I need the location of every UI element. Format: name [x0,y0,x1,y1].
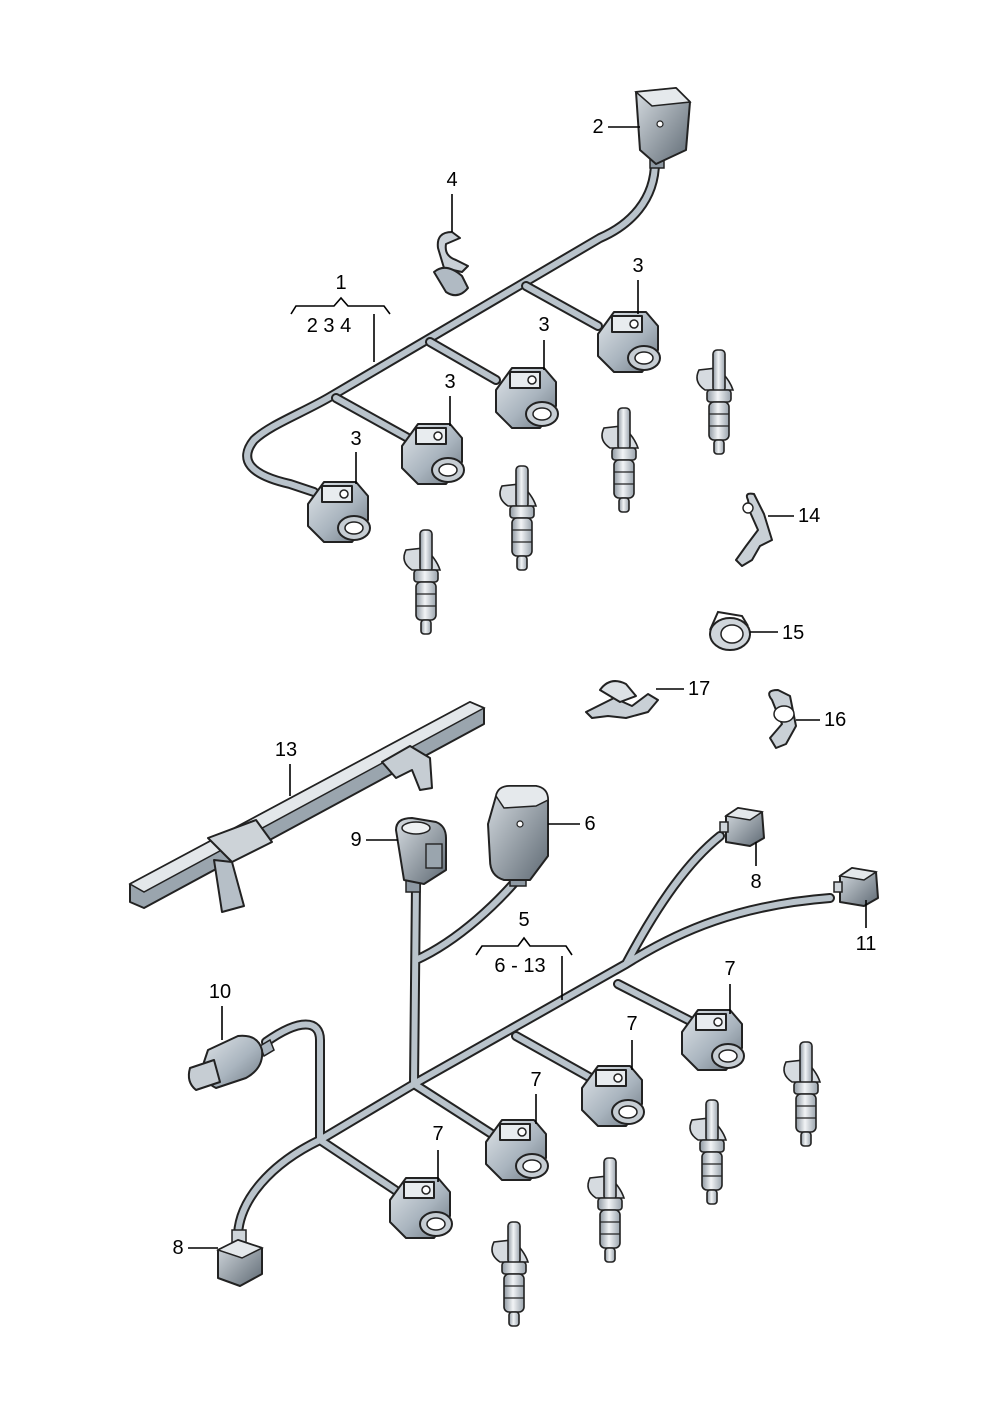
fuel-injector [696,349,734,455]
injector-connector [495,367,559,429]
label-13: 13 [275,739,297,761]
connector-6 [487,785,549,887]
sensor-10 [187,1034,275,1091]
label-2: 2 [592,116,603,138]
label-7: 7 [626,1013,637,1035]
harness-main-connector [634,87,692,169]
injector-connector [401,423,465,485]
clip-15 [709,610,751,651]
fuel-injector [587,1157,625,1263]
injector-connector [581,1065,645,1127]
fuel-injector [601,407,639,513]
sensor-plug-11 [833,867,879,907]
label-3: 3 [632,255,643,277]
label-6: 6 [584,813,595,835]
label-16: 16 [824,709,846,731]
label-7: 7 [530,1069,541,1091]
label-7: 7 [432,1123,443,1145]
label-10: 10 [209,981,231,1003]
label-5: 5 [518,909,529,931]
fuel-injector [491,1221,529,1327]
injector-connector [389,1177,453,1239]
harness-clip-4 [433,231,469,297]
upper-harness [242,157,661,543]
label-3: 3 [350,428,361,450]
harness-rail-13 [128,701,486,913]
fuel-injector [689,1099,727,1205]
label-15: 15 [782,622,804,644]
label-5-subparts: 6 - 13 [494,955,545,977]
fuel-injector [403,529,441,635]
label-8: 8 [750,871,761,893]
injector-connector [597,311,661,373]
connector-9 [395,817,447,893]
callouts: 1 2 3 4 2 4 3 3 3 3 14 15 17 16 13 [172,116,876,1259]
label-9: 9 [350,829,361,851]
sensor-plug-8-upper [719,807,765,847]
fuel-injector [499,465,537,571]
sensor-plug-8-lower [216,1229,264,1287]
label-4: 4 [446,169,457,191]
injector-connector [307,481,371,543]
clip-14 [735,492,773,567]
clip-17 [585,680,659,719]
label-3: 3 [538,314,549,336]
injector-connector [681,1009,745,1071]
label-1-subparts: 2 3 4 [307,315,351,337]
label-3: 3 [444,371,455,393]
injector-connector [485,1119,549,1181]
lower-harness [233,831,835,1239]
label-1: 1 [335,272,346,294]
label-8: 8 [172,1237,183,1259]
clip-16 [768,689,797,749]
label-14: 14 [798,505,820,527]
fuel-injector [783,1041,821,1147]
label-7: 7 [724,958,735,980]
label-11: 11 [856,933,877,955]
label-17: 17 [688,678,710,700]
